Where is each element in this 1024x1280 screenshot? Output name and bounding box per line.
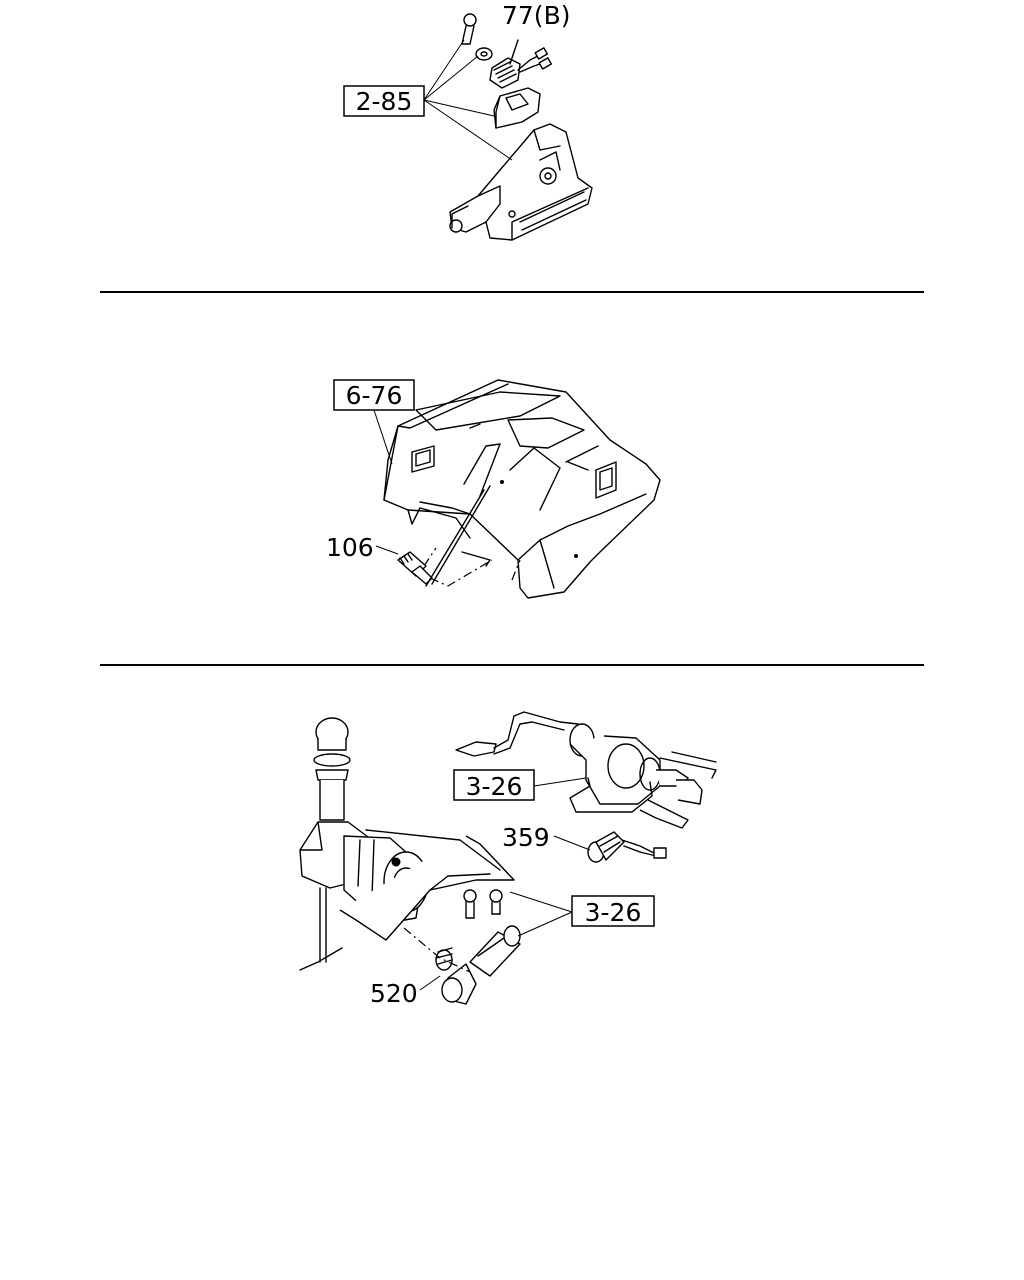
connector-part-106 bbox=[397, 485, 491, 587]
leader-line-6-76 bbox=[373, 409, 393, 465]
label-2-85: 2-85 bbox=[343, 85, 425, 117]
console-part bbox=[383, 379, 661, 599]
console-connection-line bbox=[423, 547, 521, 587]
label-3-26-top: 3-26 bbox=[453, 769, 535, 801]
part-359-text: 359 bbox=[502, 823, 550, 852]
leader-lines-2-85 bbox=[423, 39, 513, 161]
valve-unit-part bbox=[455, 711, 717, 829]
bracket-plate-part bbox=[339, 829, 515, 941]
section-top-bracket-assembly: 2-85 77(B) bbox=[343, 1, 593, 241]
section-middle-console-assembly: 106 6-76 bbox=[326, 379, 661, 599]
ref-3-26-top-text: 3-26 bbox=[466, 772, 523, 801]
bolt-part bbox=[461, 13, 477, 45]
leader-line-106 bbox=[375, 545, 399, 555]
leader-line-3-26-top bbox=[533, 777, 587, 787]
label-3-26-bottom: 3-26 bbox=[571, 895, 655, 927]
part-520-text: 520 bbox=[370, 979, 418, 1008]
leader-line-520 bbox=[419, 975, 441, 991]
leader-line-3-26-bottom bbox=[509, 891, 573, 937]
leader-line-359 bbox=[553, 835, 591, 851]
ref-3-26-bottom-text: 3-26 bbox=[585, 898, 642, 927]
ref-2-85-text: 2-85 bbox=[356, 87, 413, 116]
lower-sensor-part bbox=[435, 925, 521, 1005]
ref-6-76-text: 6-76 bbox=[346, 381, 403, 410]
switch-part-77b bbox=[489, 39, 553, 89]
sensor-connection-line bbox=[403, 927, 471, 973]
sensor-part-359 bbox=[587, 831, 667, 863]
base-mechanism-part bbox=[449, 123, 593, 241]
label-6-76: 6-76 bbox=[333, 379, 415, 411]
cover-part bbox=[493, 87, 541, 129]
washer-part bbox=[475, 47, 493, 61]
section-bottom-lever-assembly: 3-26 359 3-26 520 bbox=[299, 711, 717, 1008]
part-77b-text: 77(B) bbox=[502, 1, 570, 30]
part-106-text: 106 bbox=[326, 533, 374, 562]
